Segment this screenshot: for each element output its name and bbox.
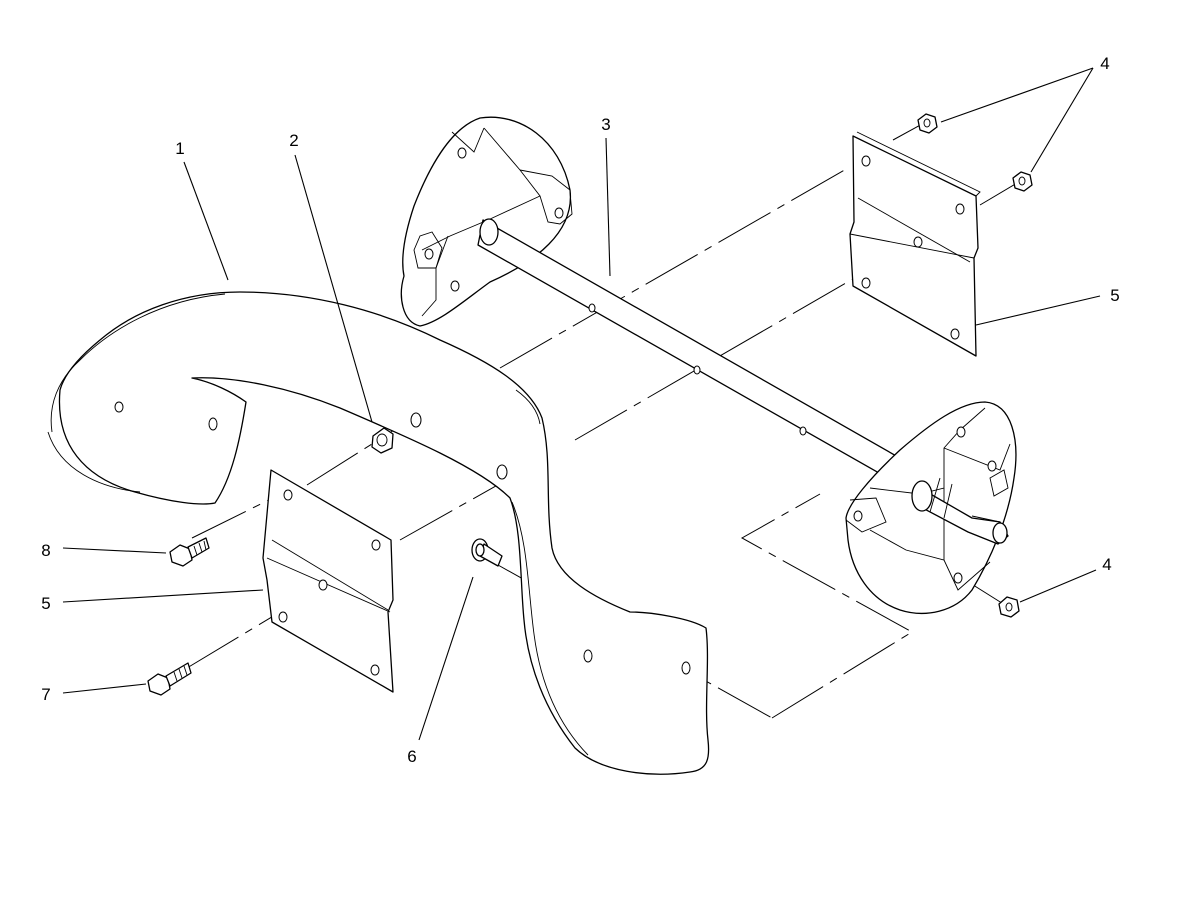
nut-part-4-middle — [1012, 171, 1033, 192]
paddle-upper-right — [849, 131, 981, 357]
callout-5-left: 5 — [41, 594, 50, 613]
callout-3: 3 — [601, 115, 610, 134]
paddle-lower-left — [262, 469, 394, 693]
callout-4-top: 4 — [1100, 54, 1109, 73]
callout-5-right: 5 — [1110, 286, 1119, 305]
auger-flight — [58, 291, 710, 775]
bolt-part-8 — [169, 537, 210, 567]
callout-2: 2 — [289, 131, 298, 150]
callout-labels: 1 2 3 4 4 5 5 6 7 8 — [41, 54, 1119, 766]
leader-lines — [62, 67, 1101, 741]
callout-4-lower: 4 — [1102, 555, 1111, 574]
auger-shaft — [400, 116, 1017, 615]
callout-8: 8 — [41, 541, 50, 560]
auger-flighting — [47, 291, 710, 775]
callout-6: 6 — [407, 747, 416, 766]
bushing-part-2 — [371, 427, 394, 454]
bolt-part-7 — [147, 662, 192, 696]
nut-part-4-lower — [998, 596, 1020, 618]
callout-7: 7 — [41, 685, 50, 704]
nut-part-4-top — [917, 113, 938, 134]
shoulder-bolt-part-6 — [471, 538, 503, 567]
callout-1: 1 — [175, 139, 184, 158]
